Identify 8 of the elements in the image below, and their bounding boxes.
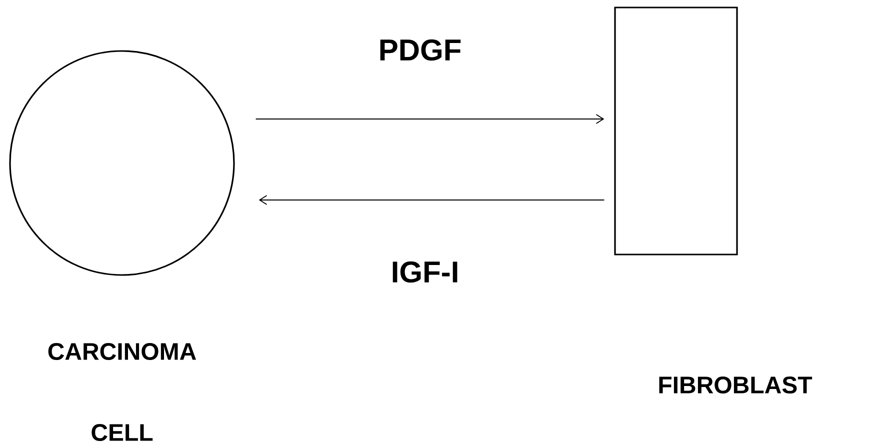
edge-label: PDGF bbox=[380, 39, 461, 61]
cell-circle bbox=[9, 50, 235, 276]
cell-box bbox=[614, 6, 738, 256]
edge-label: IGF-I bbox=[392, 261, 458, 283]
cell-caption: CARCINOMA CELL bbox=[48, 343, 196, 441]
cell-caption: FIBROBLAST bbox=[659, 376, 812, 394]
arrow bbox=[255, 114, 604, 124]
arrow bbox=[258, 195, 605, 205]
